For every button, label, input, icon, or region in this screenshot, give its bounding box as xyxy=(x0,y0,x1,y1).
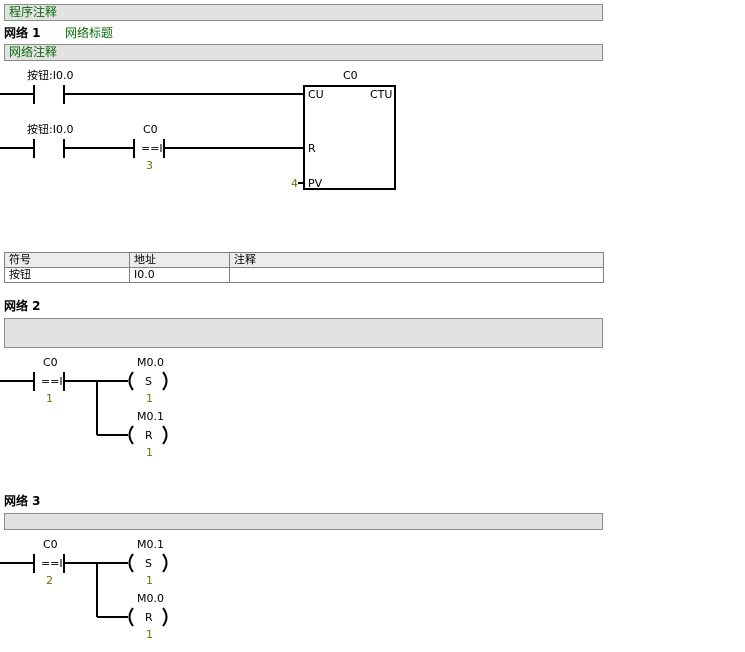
network-1-comment-bar[interactable]: 网络注释 xyxy=(4,44,603,61)
n2-compare-op: ==I xyxy=(41,375,63,388)
comment-col-header[interactable]: 注释 xyxy=(229,252,604,268)
address-cell[interactable]: I0.0 xyxy=(129,267,230,283)
n3-compare-op: ==I xyxy=(41,557,63,570)
table-row[interactable]: 按钮 I0.0 xyxy=(4,267,604,283)
counter-pin-r: R xyxy=(308,142,316,155)
comment-cell[interactable] xyxy=(229,267,604,283)
n2-coil2-count[interactable]: 1 xyxy=(146,446,153,459)
symbol-cell[interactable]: 按钮 xyxy=(4,267,130,283)
n3-coil2-address[interactable]: M0.0 xyxy=(137,592,164,605)
n2-coil1-op: S xyxy=(145,375,152,388)
n1-compare-op: ==I xyxy=(141,142,163,155)
address-col-header[interactable]: 地址 xyxy=(129,252,230,268)
symbol-col-header[interactable]: 符号 xyxy=(4,252,130,268)
symbol-table-header-row: 符号 地址 注释 xyxy=(4,252,604,268)
counter-type: CTU xyxy=(370,88,393,101)
n2-coil1-count[interactable]: 1 xyxy=(146,392,153,405)
n3-coil2-count[interactable]: 1 xyxy=(146,628,153,641)
n2-compare-value[interactable]: 1 xyxy=(46,392,53,405)
counter-name[interactable]: C0 xyxy=(343,69,358,82)
n3-coil1-count[interactable]: 1 xyxy=(146,574,153,587)
network-1-label[interactable]: 网络 1 xyxy=(4,26,41,40)
network-2-comment-bar[interactable] xyxy=(4,318,603,348)
n2-compare-address[interactable]: C0 xyxy=(43,356,58,369)
network-1-comment: 网络注释 xyxy=(9,45,58,59)
network-3-comment-bar[interactable] xyxy=(4,513,603,530)
network-1-title[interactable]: 网络标题 xyxy=(65,26,114,40)
program-comment: 程序注释 xyxy=(9,5,58,19)
n2-coil2-op: R xyxy=(145,429,153,442)
symbol-table: 符号 地址 注释 按钮 I0.0 xyxy=(4,252,604,283)
rung2-contact-label[interactable]: 按钮:I0.0 xyxy=(27,123,74,136)
network-2-label[interactable]: 网络 2 xyxy=(4,299,41,313)
n1-compare-value[interactable]: 3 xyxy=(146,159,153,172)
program-comment-bar[interactable]: 程序注释 xyxy=(4,4,603,21)
n2-coil1-address[interactable]: M0.0 xyxy=(137,356,164,369)
n3-coil1-op: S xyxy=(145,557,152,570)
n2-coil2-address[interactable]: M0.1 xyxy=(137,410,164,423)
n1-compare-address[interactable]: C0 xyxy=(143,123,158,136)
counter-pv-value[interactable]: 4 xyxy=(291,177,298,190)
network-3-label[interactable]: 网络 3 xyxy=(4,494,41,508)
n3-coil2-op: R xyxy=(145,611,153,624)
n3-coil1-address[interactable]: M0.1 xyxy=(137,538,164,551)
counter-pin-cu: CU xyxy=(308,88,324,101)
n3-compare-value[interactable]: 2 xyxy=(46,574,53,587)
rung1-contact-label[interactable]: 按钮:I0.0 xyxy=(27,69,74,82)
n3-compare-address[interactable]: C0 xyxy=(43,538,58,551)
counter-pin-pv: PV xyxy=(308,177,323,190)
